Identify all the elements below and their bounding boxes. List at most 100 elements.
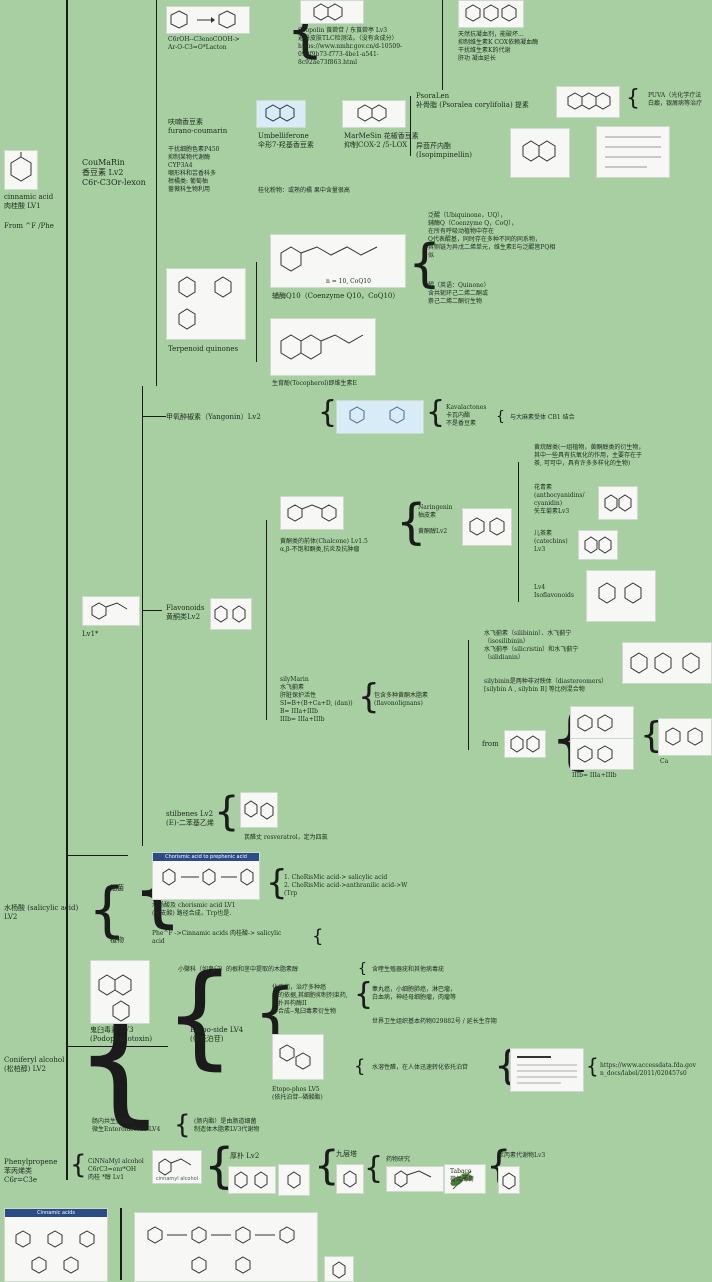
psoralen-structure <box>556 86 620 118</box>
brace-icon: { <box>586 1054 599 1078</box>
dicoumarol-text: 天然抗凝血剂，能破坏... 抑制维生素K COX依赖凝血酶 干扰维生素K的代谢 … <box>458 31 539 62</box>
brace-icon: { <box>496 409 505 425</box>
brace-icon: { <box>70 1150 87 1180</box>
basil-structure <box>336 1164 364 1194</box>
guihua-text: 桂化粉物：或熟的橘 果中含量很高 <box>258 187 350 194</box>
phenylpropene-label: Phenylpropene 苯丙烯类 C6r=C3e <box>4 1158 58 1184</box>
fda-label-document[interactable] <box>510 1048 584 1092</box>
yangonin-label: 甲氧醉椒素（Yangonin）Lv2 <box>166 413 261 421</box>
brace-icon: { <box>426 395 446 430</box>
cancer-types-text: 睾丸癌，小细胞肺癌，淋巴瘤， 白血病，神经母细胞瘤，肉瘤等 <box>372 986 457 1001</box>
ca-label: Ca <box>660 758 669 765</box>
dicoumarol-structure <box>458 0 524 28</box>
cinnamic-acid-structure <box>4 150 38 190</box>
isopimpinellin-structure <box>510 128 570 178</box>
kavalactone-structure-card <box>336 400 424 434</box>
brace-icon: { <box>312 926 324 947</box>
iiib-text: IIIb= IIIa+IIIb <box>572 772 617 779</box>
brace-icon: { <box>266 863 288 903</box>
flavanol-spine <box>518 462 519 602</box>
bottom-spine <box>120 1208 122 1280</box>
flavonoids-label: Flavonoids 黄酮类Lv2 <box>166 604 205 621</box>
stilbene-structure <box>240 792 278 828</box>
psoralen-link <box>410 96 411 156</box>
magnolia-structure <box>228 1166 276 1194</box>
brace-icon: { <box>358 677 380 717</box>
wart-text: 含喹生殖器疣和其他病毒疣 <box>372 966 445 973</box>
coniferyl-alcohol-label: Coniferyl alcohol (松柏醇) LV2 <box>4 1056 65 1073</box>
puva-text: PUVA（光化学疗法 白癜，银屑病等治疗 <box>648 92 703 107</box>
etoposide-use-text: 化疗药，治疗多种癌 症的依据,其细胞抑制剂束药, 拓扑异构酶II 半合成--鬼臼… <box>272 984 348 1015</box>
flavonoid-structure <box>210 598 252 630</box>
isopimpinellin-text: 异茴芹内酯 (Isopimpinellin) <box>416 142 472 159</box>
etoposide-label: Etopo-side LV4 (依托泊苷) <box>190 1026 244 1043</box>
drug-structure <box>386 1166 444 1192</box>
catechin-structure <box>578 530 618 560</box>
silibinin-a-structure <box>570 706 634 740</box>
coumarin-spine <box>156 0 157 386</box>
tocopherol-structure <box>270 318 376 376</box>
flavonoid-spine <box>142 386 143 846</box>
brace-icon: { <box>358 961 367 977</box>
stilbenes-label: stilbenes Lv2 (E)-二苯基乙烯 <box>166 810 214 827</box>
brace-icon: { <box>88 875 127 945</box>
bacteria-label: 细菌 <box>110 884 124 892</box>
coumarin-structure-card <box>166 6 250 34</box>
tocopherol-text: 生育酚(Tocopherol)即维生素E <box>272 380 357 387</box>
scopolin-text[interactable]: Scopolin 莨菪苷 / 东莨菪亭 Lv3 避暑皮肤TLC检测法。（没有含成… <box>298 27 403 66</box>
enterolactone-text: 肠内共生菌转化 微生Enterolactone LV4 <box>92 1118 161 1133</box>
brace-icon: { <box>364 1151 384 1186</box>
from-phe-label: From ^F /Phe <box>4 222 54 230</box>
cinnamyl-alcohol-structure: cinnamyl alcohol <box>152 1150 202 1184</box>
brace-icon: { <box>174 1110 191 1140</box>
magnolia-label: 厚朴 Lv2 <box>230 1152 260 1160</box>
magnolia-structure-2 <box>278 1164 310 1196</box>
from-label: from <box>482 740 499 748</box>
brace-icon: { <box>318 395 338 430</box>
terpenoid-quinones-label: Terpenoid quinones <box>168 345 239 353</box>
ca-structure <box>658 718 712 756</box>
resveratrol-text: 芪醛丈 resveratrol，定为四氯 <box>244 834 328 841</box>
cinnamyl-alcohol-text: CiNNaMyl alcohol C6rC3=enr*OH 肉桂 *醇 Lv1 <box>88 1158 144 1181</box>
main-trunk-line <box>66 0 68 1180</box>
lower-link-1 <box>68 855 128 856</box>
cinnamic-acids-header: Cinnamic acids <box>5 1209 107 1217</box>
chalcone-structure <box>280 496 344 530</box>
partial-structure-right <box>324 1256 354 1282</box>
silibinin-spine <box>468 640 469 750</box>
isopimpinellin-scheme <box>596 126 670 178</box>
coq10-structure <box>270 234 406 288</box>
etopophos-structure <box>272 1034 324 1080</box>
dicoumarol-link <box>442 0 443 90</box>
enterolignan-text: (肠内酯）是由肠道细菌 制造体木脂素LV3代谢物 <box>194 1118 260 1133</box>
flavanol-text: 黄烷醇类(一组植物，黄酮醇类的衍生物， 其中一些具有抗氧化的作用，主要存在于 茶… <box>534 444 645 467</box>
fda-url[interactable]: https://www.accessdata.fda.gov n_docs/la… <box>600 1062 696 1077</box>
who-text: 世界卫生组织基本药物029882号 / 延长生存期 <box>372 1018 497 1025</box>
coumarin-label: CouMaRin 香豆素 Lv2 C6r-C3Or-lexon <box>82 158 146 187</box>
brace-icon: { <box>640 715 663 756</box>
water-soluble-text: 水溶性醛，在人体迅速转化依托泊苷 <box>372 1064 469 1071</box>
cinnamic-acid-label: cinnamic acid 肉桂酸 LV1 <box>4 193 54 210</box>
basil-label: 九层塔 <box>336 1150 357 1158</box>
brace-icon: { <box>214 789 240 835</box>
naringenin-structure <box>462 508 512 546</box>
ubiquinone-text: 泛醌（Ubiquinone，UQ）， 辅酶Q（Coenzyme Q，CoQ）， … <box>428 212 556 259</box>
yangonin-link <box>142 416 166 417</box>
silibinin-b-structure <box>570 738 634 770</box>
diastereomer-text: silybinin是两种非对映体（diastereomers） [silybin… <box>484 678 608 693</box>
salicylic-acid-label: 水杨酸 (salicylic acid) LV2 <box>4 904 79 921</box>
etopophos-label: Etopo-phos LV5 (依托泊苷--磷酸酯) <box>272 1086 323 1101</box>
lv1-label: Lv1* <box>82 630 99 638</box>
umbelliferone-text: Umbelliferone 伞形7-羟基香豆素 <box>258 132 314 149</box>
chorismic-text: 水杨酸及 chorismic acid LV1 (分支酸) 路径合成，Trp也是… <box>152 902 236 917</box>
anthocyanidin-text: 花青素 (anthocyanidins/ cyanidin) 矢车菊素Lv3 <box>534 484 585 515</box>
chorismic-acid-scheme: Chorismic acid to prephenic acid <box>152 852 260 900</box>
brace-icon: { <box>164 951 236 1081</box>
plant-label: 植物 <box>110 936 124 944</box>
marmesin-text: MarMeSin 花椒香豆素 抑制COX-2 /5-LOX <box>344 132 419 149</box>
metabolite-structure <box>498 1166 520 1194</box>
mint-leaf-card <box>444 1164 486 1194</box>
chorismic-header: Chorismic acid to prephenic acid <box>153 853 259 861</box>
mint-label: Tabaco 荷兰薄荷 <box>450 1168 475 1183</box>
p450-text: 干扰细胞色素P450 抑制某物代谢酶 CYP3A4 嘲形科和芸香科多 柑橘类: … <box>168 146 220 193</box>
